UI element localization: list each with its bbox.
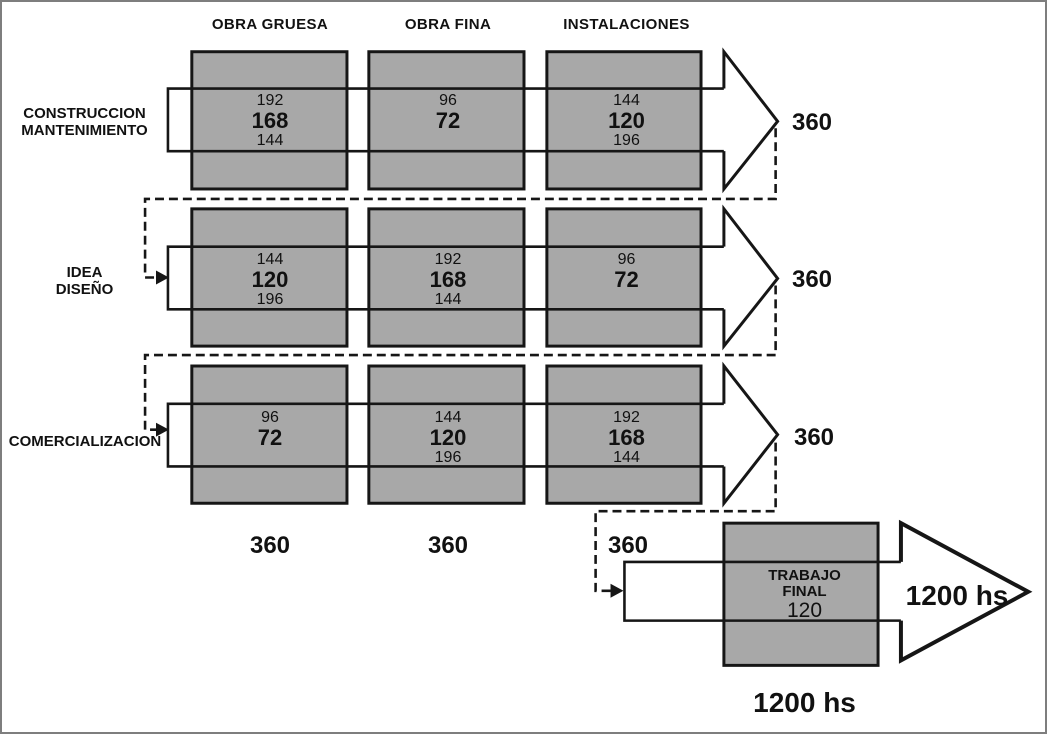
row-label-idea-diseno: IDEA DISEÑO [2, 264, 167, 298]
row-total-1: 360 [791, 109, 833, 136]
row-label-comercializacion: COMERCIALIZACION [2, 433, 168, 450]
feedback-line-row3-to-final [594, 442, 777, 593]
cell-box-r2c2 [367, 207, 526, 348]
cell-box-r2c3 [545, 207, 703, 348]
cell-top-value: 144 [256, 250, 284, 268]
column-total-2: 360 [427, 532, 469, 559]
cell-top-value: 192 [256, 91, 284, 109]
cell-box-r3c1 [190, 364, 349, 505]
cell-bottom-value: 196 [434, 448, 462, 466]
cell-values-r3c3: 192 168 144 [549, 406, 704, 469]
cell-mid-value: 168 [251, 107, 289, 133]
row-total-2: 360 [791, 266, 833, 293]
final-label-line2: FINAL [782, 582, 827, 600]
cell-box-r3c2 [367, 364, 526, 505]
cell-mid-value: 72 [257, 424, 283, 450]
row-total-3: 360 [793, 424, 835, 451]
cell-top-value: 96 [261, 408, 279, 426]
shaft-outline-row1 [166, 87, 724, 153]
cell-bottom-value: 196 [256, 290, 284, 308]
cell-values-r1c2: 96 72 [370, 89, 526, 152]
cell-top-value: 192 [613, 408, 640, 426]
final-arrow-total: 1200 hs [905, 580, 1009, 611]
final-arrowhead [898, 519, 1033, 664]
row-label-line2: MANTENIMIENTO [21, 122, 148, 139]
row-label-line1: COMERCIALIZACION [8, 433, 162, 450]
cell-mid-value: 120 [429, 424, 467, 450]
cell-top-value: 144 [434, 408, 462, 426]
cell-mid-value: 120 [608, 107, 645, 133]
cell-values-r2c3: 96 72 [549, 248, 704, 311]
cell-box-r3c3 [545, 364, 703, 505]
feedback-line-row1-to-row2 [143, 128, 777, 279]
cell-top-value: 144 [613, 91, 640, 109]
row-label-line2: DISEÑO [55, 281, 114, 298]
final-label-line1: TRABAJO [768, 566, 841, 584]
cell-mid-value: 120 [251, 266, 289, 292]
cell-bottom-value: 144 [256, 131, 284, 149]
cell-box-r2c1 [190, 207, 349, 348]
shaft-outline-final [623, 560, 901, 622]
cell-mid-value: 168 [608, 424, 645, 450]
cell-bottom-value: 196 [613, 131, 640, 149]
row1-arrowhead [722, 47, 780, 194]
cell-values-r2c1: 144 120 196 [192, 248, 348, 311]
row3-arrowhead [722, 361, 780, 508]
cell-box-r1c3 [545, 50, 703, 191]
cell-mid-value: 72 [435, 107, 461, 133]
cell-bottom-value: 144 [434, 290, 462, 308]
cell-box-r1c1 [190, 50, 349, 191]
cell-mid-value: 72 [614, 266, 639, 292]
feedback-arrowhead-row3 [156, 422, 169, 437]
cell-values-r1c1: 192 168 144 [192, 89, 348, 152]
cell-top-value: 96 [617, 250, 636, 268]
feedback-arrowhead-final [610, 583, 624, 598]
feedback-arrowhead-row2 [156, 270, 169, 285]
cell-top-value: 96 [439, 91, 457, 109]
cell-mid-value: 168 [429, 266, 467, 292]
column-header-obra-fina: OBRA FINA [404, 16, 492, 33]
grand-total-label: 1200 hs [753, 687, 856, 718]
row-label-line1: CONSTRUCCION [23, 105, 146, 122]
cell-values-r3c1: 96 72 [192, 406, 348, 469]
column-header-obra-gruesa: OBRA GRUESA [211, 16, 329, 33]
column-total-3: 360 [607, 532, 649, 559]
final-value: 120 [786, 598, 823, 622]
cell-box-r1c2 [367, 50, 526, 191]
cell-values-r2c2: 192 168 144 [370, 248, 526, 311]
column-total-1: 360 [249, 532, 291, 559]
cell-top-value: 192 [434, 250, 462, 268]
shaft-outline-row3 [166, 402, 724, 468]
cell-values-r3c2: 144 120 196 [370, 406, 526, 469]
row2-arrowhead [722, 204, 780, 351]
row-label-line1: IDEA [66, 264, 103, 281]
row-label-construccion-mantenimiento: CONSTRUCCION MANTENIMIENTO [2, 105, 167, 139]
cell-bottom-value: 144 [613, 448, 640, 466]
final-box-values: TRABAJO FINAL 120 [727, 564, 882, 625]
shaft-outline-row2 [166, 245, 724, 311]
cell-values-r1c3: 144 120 196 [549, 89, 704, 152]
final-box [722, 521, 880, 667]
feedback-line-row2-to-row3 [143, 285, 777, 431]
column-header-instalaciones: INSTALACIONES [563, 16, 690, 33]
